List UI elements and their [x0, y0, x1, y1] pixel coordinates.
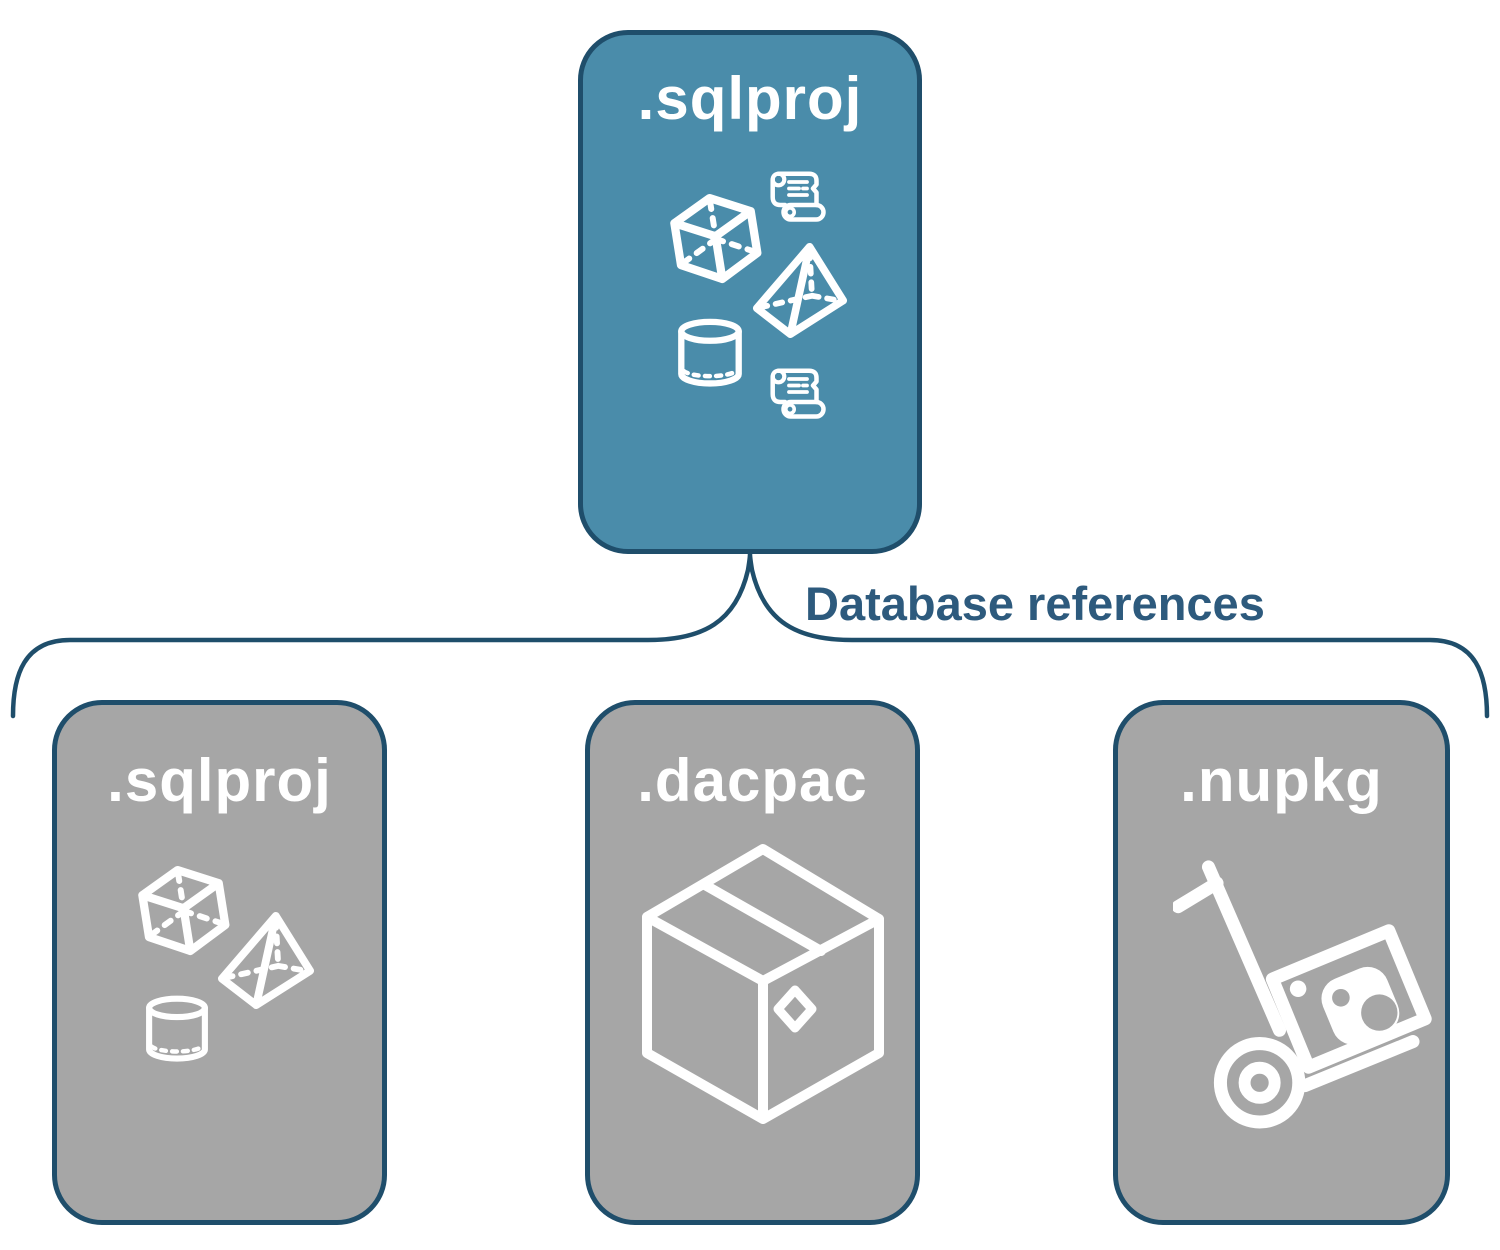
child-node-dacpac: .dacpac [585, 700, 920, 1225]
cylinder-icon [146, 995, 208, 1062]
cube-icon [670, 193, 762, 284]
child-node-nupkg: .nupkg [1113, 700, 1450, 1225]
node-label: .sqlproj [637, 65, 863, 132]
cylinder-icon [678, 318, 742, 387]
node-label: .nupkg [1180, 747, 1383, 814]
cube-icon [138, 865, 230, 956]
package-box-icon [642, 844, 884, 1124]
node-label: .sqlproj [107, 747, 332, 814]
pyramid-icon [752, 242, 848, 338]
node-label: .dacpac [637, 747, 868, 814]
pyramid-icon [217, 911, 315, 1009]
connector-label: Database references [805, 577, 1265, 630]
parent-node-sqlproj: .sqlproj [578, 30, 922, 554]
hand-truck-icon [1173, 860, 1432, 1129]
scroll-icon [770, 171, 826, 222]
child-node-sqlproj: .sqlproj [52, 700, 387, 1225]
scroll-icon [770, 368, 826, 419]
